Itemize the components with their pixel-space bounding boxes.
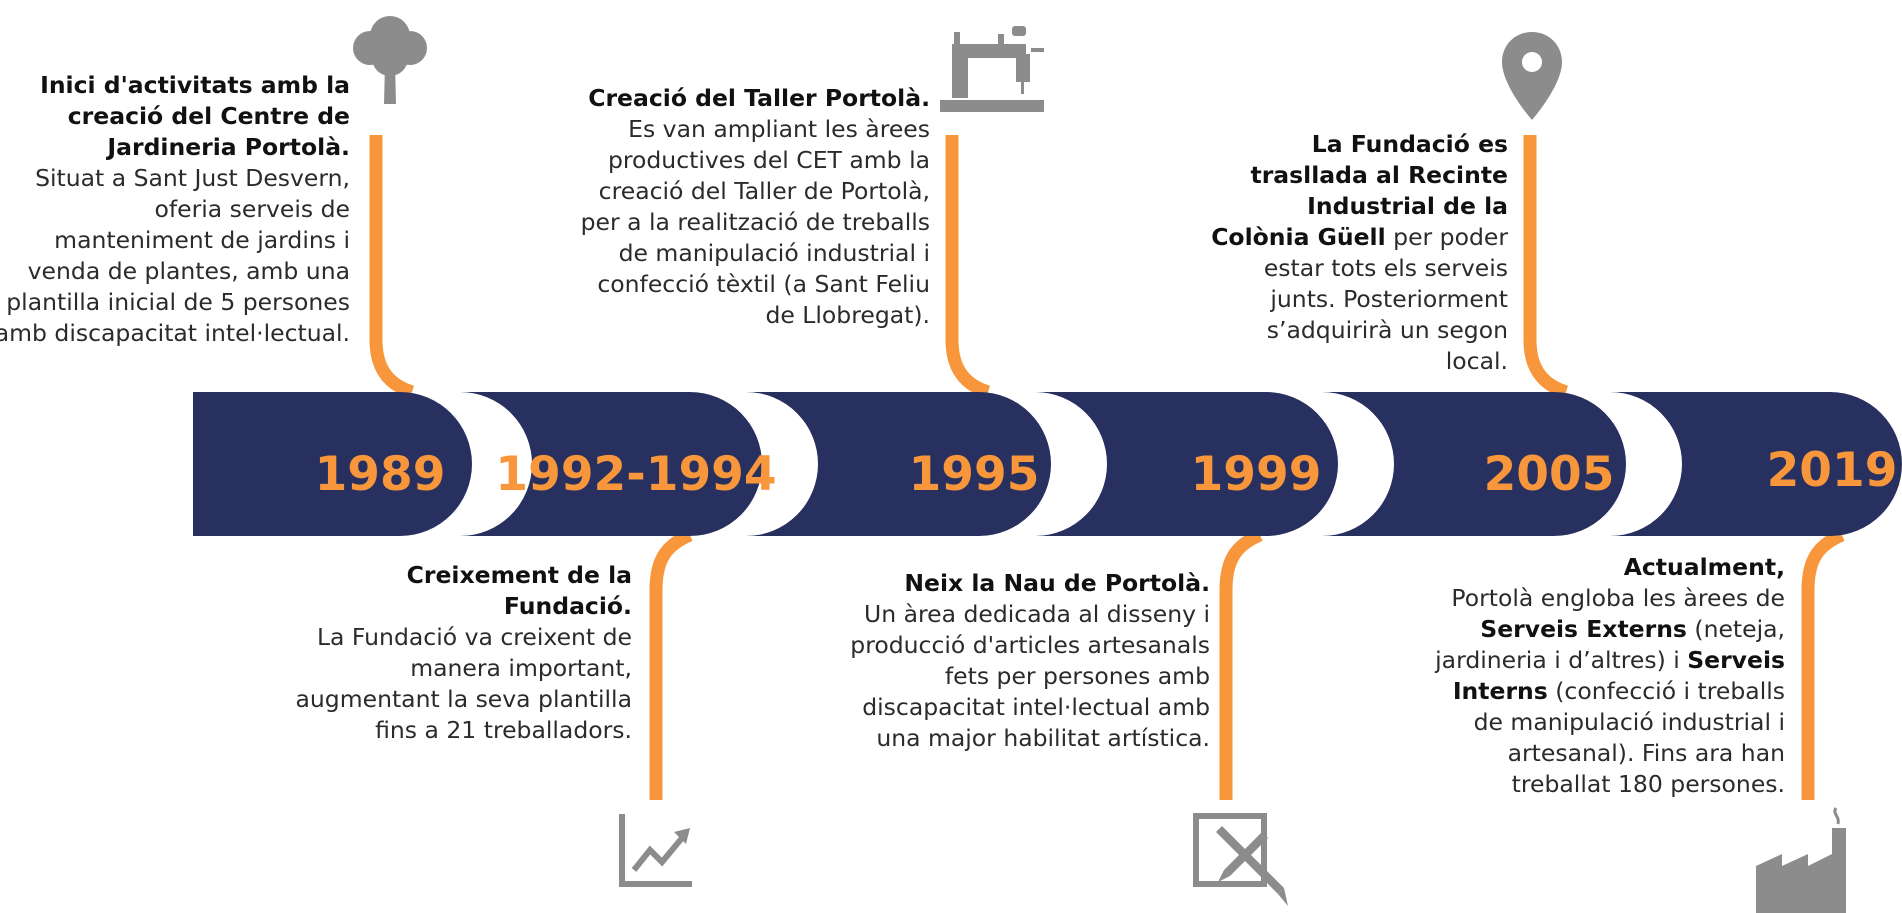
sewing-machine-icon xyxy=(940,26,1044,112)
event-2005: La Fundació es traslladа al Recinte Indu… xyxy=(1208,129,1508,377)
connector-1995 xyxy=(945,135,991,399)
location-pin-icon xyxy=(1502,32,1562,120)
year-label-2019: 2019 xyxy=(1767,443,1898,498)
event-2005-body: per poder estar tots els serveis junts. … xyxy=(1263,223,1508,375)
event-1999-title: Neix la Nau de Portolà. xyxy=(904,569,1210,597)
year-label-2005: 2005 xyxy=(1484,447,1615,502)
event-2019-title: Actualment, xyxy=(1623,553,1785,581)
connector-1989 xyxy=(369,135,415,399)
band-segment-1989 xyxy=(193,392,472,536)
band-segment-1992-1994 xyxy=(460,392,762,536)
event-2019-strong2: Serveis Interns xyxy=(1452,646,1785,705)
event-1995: Creació del Taller Portolà. Es van ampli… xyxy=(580,83,930,331)
year-label-1999: 1999 xyxy=(1191,447,1322,502)
event-2019: Actualment, Portolà engloba les àrees de… xyxy=(1425,552,1785,800)
band-segment-1999 xyxy=(1035,392,1338,536)
event-2019-strong1: Serveis Externs xyxy=(1480,615,1687,643)
event-1995-title: Creació del Taller Portolà. xyxy=(588,84,930,112)
growth-chart-icon xyxy=(619,814,692,887)
event-1995-body: Es van ampliant les àrees productives de… xyxy=(580,115,930,329)
band-segment-2019 xyxy=(1610,392,1902,536)
event-2019-body1: Portolà engloba les àrees de xyxy=(1451,584,1785,612)
event-1989: Inici d'activitats amb la creació del Ce… xyxy=(0,70,350,349)
year-label-1995: 1995 xyxy=(909,447,1040,502)
design-tools-icon xyxy=(1193,813,1288,906)
connector-2005 xyxy=(1523,135,1569,399)
factory-icon xyxy=(1756,807,1846,913)
event-2005-title: La Fundació es traslladа al Recinte Indu… xyxy=(1211,130,1508,251)
connector-2019 xyxy=(1801,529,1845,800)
event-1992-body: La Fundació va creixent de manera import… xyxy=(295,623,632,744)
band-segment-1995 xyxy=(746,392,1051,536)
event-1989-body: Situat a Sant Just Desvern, oferia serve… xyxy=(0,164,350,347)
event-1992-1994: Creixement de la Fundació. La Fundació v… xyxy=(272,560,632,746)
event-1999-body: Un àrea dedicada al disseny i producció … xyxy=(850,600,1210,752)
band-segment-2005 xyxy=(1322,392,1626,536)
tree-icon xyxy=(353,16,427,104)
connector-1999 xyxy=(1219,529,1263,800)
event-1992-title: Creixement de la Fundació. xyxy=(406,561,632,620)
event-2019-body3: (confecció i treballs de manipulació ind… xyxy=(1473,677,1785,798)
year-label-1989: 1989 xyxy=(315,447,446,502)
event-2019-body2: (neteja, jardineria i d’altres) i xyxy=(1435,615,1785,674)
year-label-1992-1994: 1992-1994 xyxy=(495,447,776,502)
event-1999: Neix la Nau de Portolà. Un àrea dedicada… xyxy=(850,568,1210,754)
event-1989-title: Inici d'activitats amb la creació del Ce… xyxy=(40,71,350,161)
connector-1992 xyxy=(649,529,693,800)
